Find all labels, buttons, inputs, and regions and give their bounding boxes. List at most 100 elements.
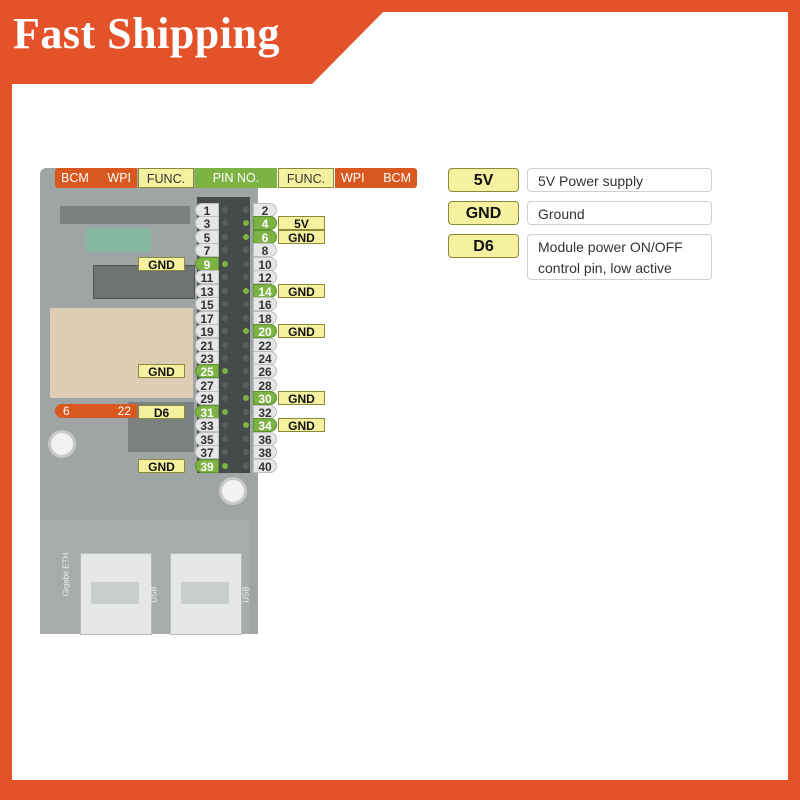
header-right-wpi: WPI bbox=[341, 171, 365, 185]
pin-34: 34 bbox=[253, 418, 277, 433]
pin-dot-5 bbox=[222, 234, 228, 240]
pin-dot-33 bbox=[222, 422, 228, 428]
pin-25: 25 bbox=[195, 364, 219, 379]
flex-connector bbox=[60, 206, 190, 224]
mount-hole-left bbox=[48, 430, 76, 458]
pin-dot-15 bbox=[222, 301, 228, 307]
pin-9: 9 bbox=[195, 257, 219, 272]
header-left-wpi: WPI bbox=[107, 171, 131, 185]
pin-dot-6 bbox=[243, 234, 249, 240]
board-component bbox=[86, 228, 151, 252]
pin-30: 30 bbox=[253, 391, 277, 406]
pin-dot-16 bbox=[243, 301, 249, 307]
header-left-bcm-wpi: BCM WPI bbox=[55, 168, 137, 188]
func-label-pin-25: GND bbox=[138, 364, 185, 379]
legend-desc-d6: Module power ON/OFF control pin, low act… bbox=[527, 234, 712, 280]
pin-28: 28 bbox=[253, 378, 277, 393]
pin-26: 26 bbox=[253, 364, 277, 379]
pin-dot-8 bbox=[243, 247, 249, 253]
func-label-pin-9: GND bbox=[138, 257, 185, 272]
func-label-pin-31: D6 bbox=[138, 405, 185, 420]
header-right-func: FUNC. bbox=[278, 168, 334, 188]
pin-dot-37 bbox=[222, 449, 228, 455]
mount-hole-right bbox=[219, 477, 247, 505]
pin-dot-38 bbox=[243, 449, 249, 455]
pin-dot-34 bbox=[243, 422, 249, 428]
pin-12: 12 bbox=[253, 270, 277, 285]
pin-10: 10 bbox=[253, 257, 277, 272]
pin-dot-18 bbox=[243, 315, 249, 321]
header-left-bcm: BCM bbox=[61, 171, 89, 185]
pin-dot-9 bbox=[222, 261, 228, 267]
pin-dot-39 bbox=[222, 463, 228, 469]
pin-15: 15 bbox=[195, 297, 219, 312]
silk-usb-2: USB bbox=[241, 586, 251, 603]
pin-dot-35 bbox=[222, 436, 228, 442]
func-label-pin-34: GND bbox=[278, 418, 325, 433]
pin-dot-25 bbox=[222, 368, 228, 374]
pin-dot-23 bbox=[222, 355, 228, 361]
pin-dot-28 bbox=[243, 382, 249, 388]
pin-11: 11 bbox=[195, 270, 219, 285]
pin-dot-24 bbox=[243, 355, 249, 361]
pin-2: 2 bbox=[253, 203, 277, 218]
pin-31: 31 bbox=[195, 405, 219, 420]
legend-key-5v: 5V bbox=[448, 168, 519, 192]
silk-usb-1: USB bbox=[149, 586, 159, 603]
pin-dot-36 bbox=[243, 436, 249, 442]
pin31-bcm: 6 bbox=[63, 404, 70, 418]
pin-dot-11 bbox=[222, 274, 228, 280]
pin-dot-4 bbox=[243, 220, 249, 226]
pin-24: 24 bbox=[253, 351, 277, 366]
pin-dot-26 bbox=[243, 368, 249, 374]
pin-dot-10 bbox=[243, 261, 249, 267]
pin-13: 13 bbox=[195, 284, 219, 299]
pin-22: 22 bbox=[253, 338, 277, 353]
func-label-pin-4: 5V bbox=[278, 216, 325, 231]
pin-dot-14 bbox=[243, 288, 249, 294]
header-right-wpi-bcm: WPI BCM bbox=[335, 168, 417, 188]
func-label-pin-20: GND bbox=[278, 324, 325, 339]
pin-6: 6 bbox=[253, 230, 277, 245]
pin-dot-3 bbox=[222, 220, 228, 226]
pin-dot-29 bbox=[222, 395, 228, 401]
wifi-module bbox=[50, 308, 193, 398]
pin-dot-13 bbox=[222, 288, 228, 294]
pin-dot-22 bbox=[243, 342, 249, 348]
pin-dot-1 bbox=[222, 207, 228, 213]
pin-27: 27 bbox=[195, 378, 219, 393]
pin-8: 8 bbox=[253, 243, 277, 258]
pin-dot-19 bbox=[222, 328, 228, 334]
pin-35: 35 bbox=[195, 432, 219, 447]
pin31-wpi: 22 bbox=[117, 404, 131, 418]
pin-19: 19 bbox=[195, 324, 219, 339]
pin-dot-2 bbox=[243, 207, 249, 213]
header-left-func: FUNC. bbox=[138, 168, 194, 188]
pin-29: 29 bbox=[195, 391, 219, 406]
func-label-pin-6: GND bbox=[278, 230, 325, 245]
pin-dot-17 bbox=[222, 315, 228, 321]
pin-7: 7 bbox=[195, 243, 219, 258]
func-label-pin-39: GND bbox=[138, 459, 185, 474]
pin-dot-27 bbox=[222, 382, 228, 388]
pin-5: 5 bbox=[195, 230, 219, 245]
pin-dot-31 bbox=[222, 409, 228, 415]
pin-3: 3 bbox=[195, 216, 219, 231]
legend-key-gnd: GND bbox=[448, 201, 519, 225]
pin-dot-40 bbox=[243, 463, 249, 469]
pin-36: 36 bbox=[253, 432, 277, 447]
legend-key-d6: D6 bbox=[448, 234, 519, 258]
pin-32: 32 bbox=[253, 405, 277, 420]
usb-port-2 bbox=[170, 553, 242, 635]
func-label-pin-30: GND bbox=[278, 391, 325, 406]
pin-37: 37 bbox=[195, 445, 219, 460]
pin-39: 39 bbox=[195, 459, 219, 474]
pin-17: 17 bbox=[195, 311, 219, 326]
pin-dot-12 bbox=[243, 274, 249, 280]
header-right-bcm: BCM bbox=[383, 171, 411, 185]
pin-21: 21 bbox=[195, 338, 219, 353]
pin-16: 16 bbox=[253, 297, 277, 312]
pin31-bcm-wpi: 6 22 bbox=[55, 404, 137, 418]
func-label-pin-14: GND bbox=[278, 284, 325, 299]
legend-desc-gnd: Ground bbox=[527, 201, 712, 225]
